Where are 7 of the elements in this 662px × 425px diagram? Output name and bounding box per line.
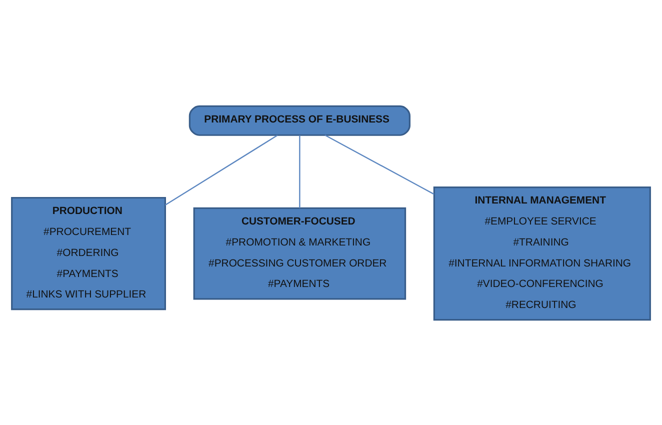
- node-box: PRODUCTION #PROCUREMENT #ORDERING #PAYMENTS #LINKS WITH SUPPLIER: [11, 196, 166, 310]
- node-box: PRIMARY PROCESS OF E-BUSINESS: [188, 104, 410, 136]
- node-box: CUSTOMER-FOCUSED #PROMOTION & MARKETING #PROCESSING CUSTOMER ORDER #PAYMENTS: [193, 206, 406, 300]
- node-box: INTERNAL MANAGEMENT #EMPLOYEE SERVICE #TRAINING #INTERNAL INFORMATION SHARING #VIDEO-CONFERENCING #RECRUITING: [433, 186, 651, 320]
- connector: [164, 134, 278, 206]
- connector: [299, 134, 300, 208]
- connector: [324, 134, 434, 194]
